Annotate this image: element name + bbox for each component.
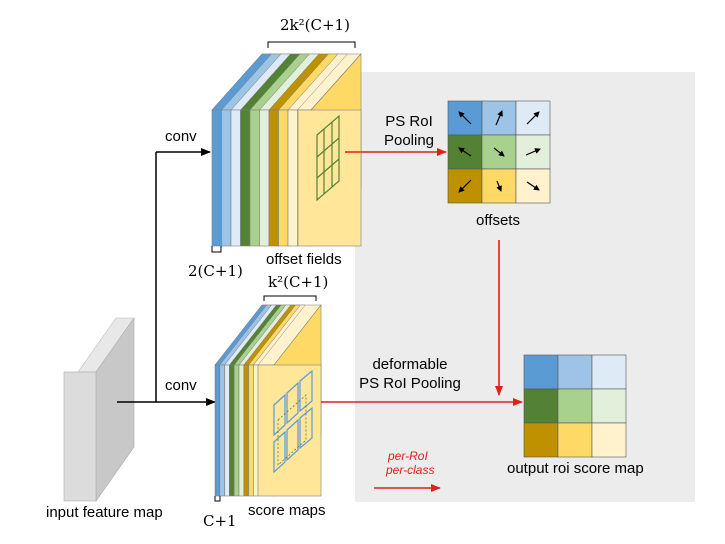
ps-roi-label-1: PS RoI [385, 113, 433, 130]
per-class-label: per-class [386, 463, 435, 477]
score-slab [224, 364, 230, 497]
offset-grid [316, 114, 340, 202]
offset-slab [221, 109, 232, 247]
offset-slab [268, 109, 279, 247]
offset-fields-block [211, 53, 362, 247]
score-slab [233, 364, 240, 497]
conv-bottom-label: conv [165, 377, 197, 394]
offset-arrow [458, 111, 472, 125]
offsets-grid [447, 100, 551, 204]
score-slab [243, 364, 249, 497]
offset-depth-label: 2(C+1) [188, 262, 243, 280]
score-slab [238, 364, 245, 497]
score-slab [229, 364, 235, 497]
output-score-grid [523, 354, 627, 458]
ps-roi-label-2: Pooling [383, 132, 435, 149]
offset-arrow [458, 147, 472, 157]
grid-cell [523, 354, 559, 390]
score-slab [253, 364, 259, 497]
offset-arrow [496, 180, 502, 192]
offset-slab [259, 109, 270, 247]
offset-slab [230, 109, 241, 247]
offset-slab [278, 109, 289, 247]
grid-cell [557, 388, 593, 424]
offsets-label: offsets [476, 212, 520, 229]
grid-cell [557, 354, 593, 390]
score-depth-label: C+1 [203, 512, 237, 530]
score-depth-brace [214, 496, 221, 502]
score-slab [219, 364, 225, 497]
offset-slab [211, 109, 222, 247]
grid-cell [523, 422, 559, 458]
per-roi-label: per-RoI [388, 449, 428, 463]
score-maps-label: score maps [248, 502, 326, 519]
offset-slab [249, 109, 260, 247]
offset-arrow [526, 181, 540, 191]
score-slab [248, 364, 254, 497]
deformable-label-1: deformable [372, 356, 448, 373]
output-roi-score-map-label: output roi score map [507, 460, 644, 477]
input-feature-map-label: input feature map [46, 504, 163, 521]
score-grid [273, 369, 313, 474]
top-dim-label: 2k²(C+1) [280, 16, 350, 34]
offset-slab [240, 109, 251, 247]
offset-depth-brace [211, 246, 222, 253]
score-maps-block [214, 304, 322, 497]
score-slab [214, 364, 221, 497]
grid-cell [591, 422, 627, 458]
grid-cell [591, 388, 627, 424]
score-top-dim-label: k²(C+1) [268, 273, 329, 291]
top-brace [267, 41, 356, 48]
offset-arrow [493, 147, 505, 157]
input-feature-map-block [63, 317, 135, 502]
grid-cell [591, 354, 627, 390]
conv-connectors [117, 148, 216, 406]
offset-arrow [458, 179, 472, 193]
grid-cell [515, 168, 551, 204]
offset-slab [287, 109, 298, 247]
offset-arrow [495, 110, 503, 126]
grid-cell [523, 388, 559, 424]
deformable-label-2: PS RoI Pooling [359, 375, 461, 392]
offset-arrow [526, 111, 540, 125]
conv-top-label: conv [165, 128, 197, 145]
score-top-brace [263, 295, 317, 301]
offset-arrow [525, 148, 541, 156]
offset-fields-label: offset fields [266, 251, 342, 268]
grid-cell [557, 422, 593, 458]
